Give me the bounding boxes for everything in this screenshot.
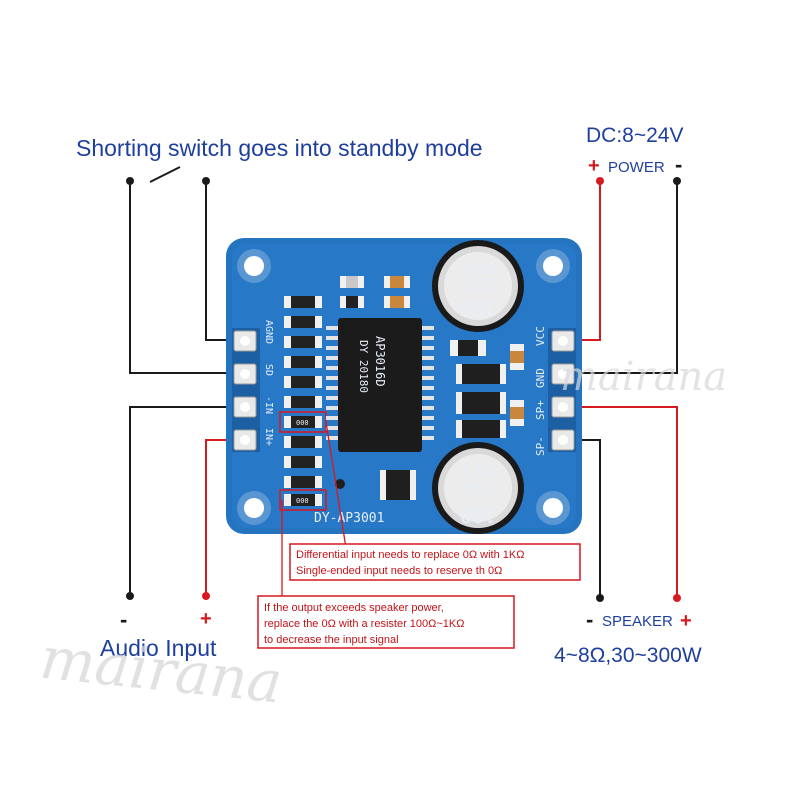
pin-label-gnd: GND <box>534 368 547 388</box>
switch-wire-left <box>129 181 242 374</box>
note2-line2: replace the 0Ω with a resister 100Ω~1KΩ <box>264 618 464 630</box>
power-label: POWER <box>608 159 665 176</box>
audio-wire-minus[interactable] <box>129 406 242 596</box>
left-pin-header <box>232 328 260 452</box>
left-pin-labels: AGND SD -IN IN+ <box>263 320 274 446</box>
amplifier-ic: AP3016D DY 20180 <box>326 318 434 452</box>
power-plus-sign: + <box>588 155 600 177</box>
audio-plus-sign: + <box>200 608 212 630</box>
svg-text:000: 000 <box>296 419 309 427</box>
pin-label-vcc: VCC <box>534 326 547 346</box>
speaker-wire-plus[interactable] <box>566 406 678 598</box>
note2-line3: to decrease the input signal <box>264 634 399 646</box>
smd-top-row <box>340 276 410 308</box>
svg-text:RVT: RVT <box>462 257 495 278</box>
power-wire-minus[interactable] <box>566 181 678 374</box>
svg-text:000: 000 <box>296 497 309 505</box>
switch-dot-left <box>126 177 134 185</box>
svg-text:AP3016D: AP3016D <box>373 336 387 387</box>
svg-text:100: 100 <box>460 297 496 321</box>
power-dot-plus <box>596 177 604 185</box>
right-pin-labels: VCC GND SP+ SP- <box>534 326 547 456</box>
switch-dot-right <box>202 177 210 185</box>
svg-text:100: 100 <box>460 503 496 527</box>
pin-label-sd: SD <box>263 364 274 376</box>
power-label-group: DC:8~24V + POWER - <box>586 124 683 177</box>
power-minus-sign: - <box>675 152 682 177</box>
note-output-power: If the output exceeds speaker power, rep… <box>257 500 515 649</box>
watermark-right: mairana <box>560 354 727 400</box>
power-dc-range: DC:8~24V <box>586 124 683 147</box>
highlight-resistor-lower <box>279 489 327 511</box>
svg-text:35V: 35V <box>462 273 495 294</box>
speaker-spec: 4~8Ω,30~300W <box>554 644 702 667</box>
pin-label-agnd: AGND <box>263 320 274 344</box>
pcb-board: AGND SD -IN IN+ VCC GND SP+ SP- <box>226 238 582 534</box>
zero-ohm-resistors: 000 000 <box>296 419 309 505</box>
note1-connector <box>325 421 347 549</box>
smd-resistors <box>284 296 322 506</box>
standby-title: Shorting switch goes into standby mode <box>76 135 483 161</box>
audio-minus-sign: - <box>120 607 127 632</box>
svg-text:35V: 35V <box>462 479 495 500</box>
audio-dot-minus <box>126 592 134 600</box>
audio-input-label: Audio Input <box>100 635 217 661</box>
note1-line1: Differential input needs to replace 0Ω w… <box>296 549 524 561</box>
speaker-label: SPEAKER <box>602 613 673 630</box>
right-pin-header <box>548 328 576 452</box>
pin-label-plus-in: IN+ <box>263 428 274 446</box>
note-differential: Differential input needs to replace 0Ω w… <box>289 421 581 581</box>
audio-input-group: - + Audio Input <box>100 607 217 661</box>
speaker-dot-plus <box>673 594 681 602</box>
speaker-plus-sign: + <box>680 610 692 632</box>
note2-line1: If the output exceeds speaker power, <box>264 602 444 614</box>
note1-line2: Single-ended input needs to reserve th 0… <box>296 565 502 577</box>
svg-text:DY 20180: DY 20180 <box>357 340 370 393</box>
capacitor-top: RVT 35V 100 <box>432 240 524 332</box>
note2-box <box>257 595 515 649</box>
speaker-minus-sign: - <box>586 607 593 632</box>
svg-text:RVT: RVT <box>462 459 495 480</box>
power-dot-minus <box>673 177 681 185</box>
audio-dot-plus <box>202 592 210 600</box>
note1-box <box>289 543 581 581</box>
switch-lever <box>149 166 181 183</box>
speaker-group: - SPEAKER + 4~8Ω,30~300W <box>554 607 702 667</box>
speaker-dot-minus <box>596 594 604 602</box>
smd-right-components <box>335 340 524 500</box>
wire-dots <box>126 177 681 602</box>
pin-label-sp-plus: SP+ <box>534 400 547 420</box>
board-model-label: DY-AP3001 <box>314 511 384 526</box>
capacitor-bottom: RVT 35V 100 <box>432 442 524 534</box>
watermark-bottom-left: mairana <box>37 624 285 717</box>
pin-label-sp-minus: SP- <box>534 436 547 456</box>
pin-label-minus-in: -IN <box>263 396 274 414</box>
mounting-holes <box>237 249 570 525</box>
